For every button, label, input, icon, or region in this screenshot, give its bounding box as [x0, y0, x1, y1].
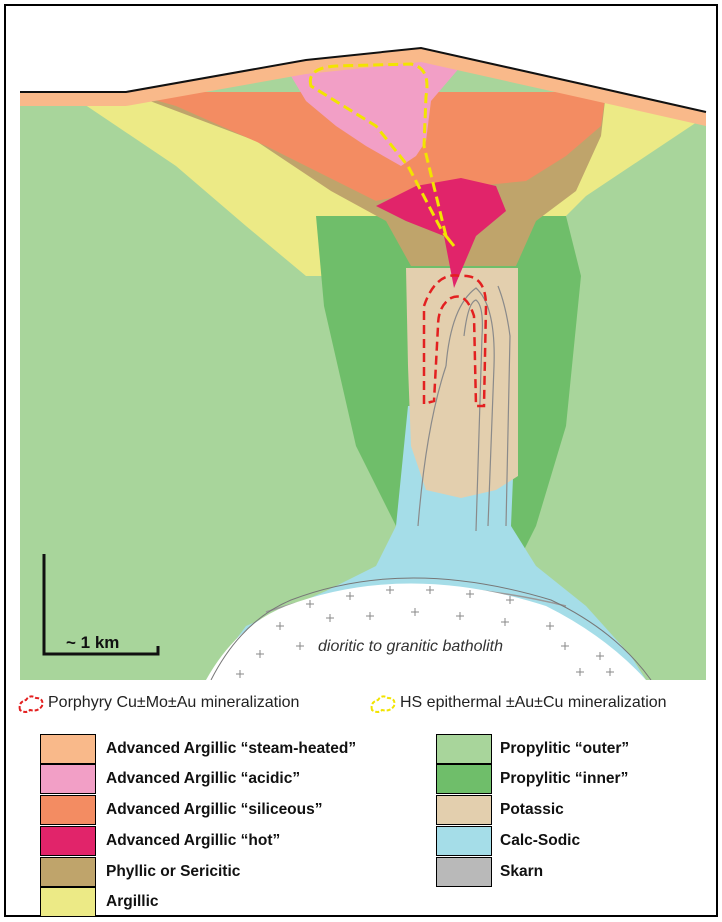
legend-label-argillic: Argillic [106, 887, 159, 917]
legend-label-calc-sodic: Calc-Sodic [500, 826, 580, 856]
legend-label-propylitic-outer: Propylitic “outer” [500, 734, 629, 764]
legend-swatch-phyllic [40, 857, 96, 887]
legend-label-propylitic-inner: Propylitic “inner” [500, 764, 628, 794]
legend-swatch-potassic [436, 795, 492, 825]
legend-swatch-siliceous [40, 795, 96, 825]
legend-swatch-propylitic-inner [436, 764, 492, 794]
legend-swatch-calc-sodic [436, 826, 492, 856]
legend-swatch-skarn [436, 857, 492, 887]
batholith-label: dioritic to granitic batholith [318, 638, 503, 656]
legend-label-hot: Advanced Argillic “hot” [106, 826, 280, 856]
alteration-cross-section [6, 6, 716, 680]
legend-label-steam-heated: Advanced Argillic “steam-heated” [106, 734, 356, 764]
scale-label: ~ 1 km [66, 633, 119, 653]
legend-label-phyllic: Phyllic or Sericitic [106, 857, 240, 887]
legend-swatch-steam-heated [40, 734, 96, 764]
legend-swatch-propylitic-outer [436, 734, 492, 764]
legend-swatch-acidic [40, 764, 96, 794]
legend-swatch-argillic [40, 887, 96, 917]
legend-label-skarn: Skarn [500, 857, 543, 887]
porphyry-mineralization-label: Porphyry Cu±Mo±Au mineralization [48, 694, 299, 712]
porphyry-mineralization-icon [16, 692, 46, 716]
legend-swatch-hot [40, 826, 96, 856]
epithermal-mineralization-icon [368, 692, 398, 716]
epithermal-mineralization-label: HS epithermal ±Au±Cu mineralization [400, 694, 667, 712]
legend-label-siliceous: Advanced Argillic “siliceous” [106, 795, 323, 825]
legend-label-potassic: Potassic [500, 795, 564, 825]
legend-label-acidic: Advanced Argillic “acidic” [106, 764, 300, 794]
